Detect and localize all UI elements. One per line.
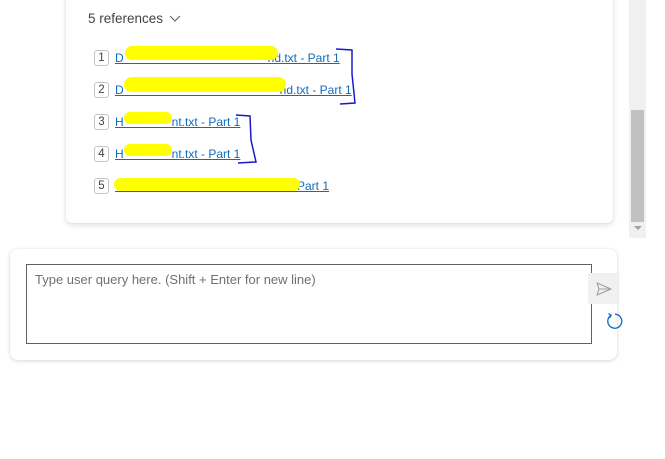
send-button[interactable] bbox=[588, 273, 619, 304]
reference-number: 1 bbox=[94, 50, 109, 66]
redaction-mark bbox=[125, 46, 278, 60]
composer-panel bbox=[10, 249, 617, 360]
redaction-mark bbox=[114, 178, 300, 191]
redaction-mark bbox=[124, 144, 172, 156]
send-icon bbox=[595, 281, 612, 296]
reference-item-5[interactable]: 5 t - Part 1 bbox=[94, 178, 329, 194]
reference-number: 3 bbox=[94, 114, 109, 130]
references-toggle[interactable]: 5 references bbox=[88, 11, 181, 26]
redaction-mark bbox=[124, 77, 286, 92]
reference-number: 2 bbox=[94, 82, 109, 98]
references-card: 5 references 1 D nd.txt - Part 1 2 D nd.… bbox=[66, 0, 613, 223]
reference-item-2[interactable]: 2 D nd.txt - Part 1 bbox=[94, 77, 352, 98]
reference-item-4[interactable]: 4 H nt.txt - Part 1 bbox=[94, 144, 240, 162]
refresh-icon bbox=[607, 313, 623, 329]
scrollbar-thumb[interactable] bbox=[631, 110, 644, 222]
reference-number: 4 bbox=[94, 146, 109, 162]
vertical-scrollbar[interactable] bbox=[629, 0, 646, 238]
scroll-down-arrow-icon[interactable] bbox=[634, 226, 642, 230]
reference-item-3[interactable]: 3 H nt.txt - Part 1 bbox=[94, 112, 240, 130]
reference-item-1[interactable]: 1 D nd.txt - Part 1 bbox=[94, 46, 340, 66]
query-input[interactable] bbox=[26, 264, 592, 344]
reference-number: 5 bbox=[94, 178, 109, 194]
redaction-mark bbox=[124, 112, 172, 124]
chevron-down-icon bbox=[169, 15, 181, 22]
references-count-label: 5 references bbox=[88, 11, 164, 26]
refresh-button[interactable] bbox=[603, 310, 625, 332]
